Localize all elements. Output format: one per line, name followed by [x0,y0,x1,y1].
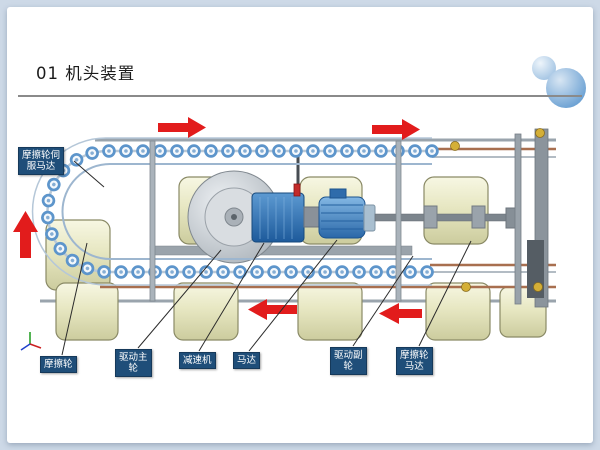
flow-arrow-left-up [13,211,38,258]
page-title: 01 机头装置 [36,64,136,83]
conveyor-chain [31,137,439,286]
bearing-block [423,205,438,229]
bearing-block [471,205,486,229]
label-line: 轮 [128,363,139,374]
pipe-fittings [450,128,545,292]
label-friction-wheel-motor: 摩擦轮 马达 [396,347,433,375]
label-friction-wheel: 摩擦轮 [40,356,77,373]
label-line: 减速机 [183,355,212,366]
motor-end-cap [363,204,376,232]
right-frame [450,128,549,308]
label-line: 摩擦轮伺 [22,150,61,161]
label-drive-sub-wheel: 驱动副 轮 [330,347,367,375]
flow-arrow-top-right [372,119,420,140]
title-divider [18,95,582,97]
label-motor: 马达 [233,352,261,369]
frame-posts [149,140,402,302]
label-line: 马达 [404,361,424,372]
label-friction-wheel-servo-motor: 摩擦轮伺 服马达 [18,147,65,175]
label-line: 马达 [237,355,257,366]
motor-fins [321,204,363,230]
motor-terminal-box [329,188,347,199]
label-line: 驱动副 [334,350,363,361]
drive-motor [318,196,366,239]
cad-axes-icon [20,332,42,351]
flow-arrow-bottom-right [379,303,422,324]
flow-arrows [13,117,422,324]
label-line: 服马达 [26,161,56,172]
flow-arrow-bottom-middle [248,299,297,320]
flow-arrow-top-left [158,117,206,138]
label-line: 摩擦轮 [44,359,73,370]
label-drive-main-wheel: 驱动主 轮 [115,349,152,377]
label-line: 驱动主 [119,352,148,363]
label-line: 摩擦轮 [400,350,429,361]
coupling [303,206,320,228]
leader-lines [61,160,472,356]
label-line: 轮 [343,361,354,372]
decorative-circle-large-icon [546,68,586,108]
label-reducer: 减速机 [179,352,216,369]
machine-base [149,245,413,256]
red-handle [293,183,301,197]
gearbox-ribs [259,197,293,239]
